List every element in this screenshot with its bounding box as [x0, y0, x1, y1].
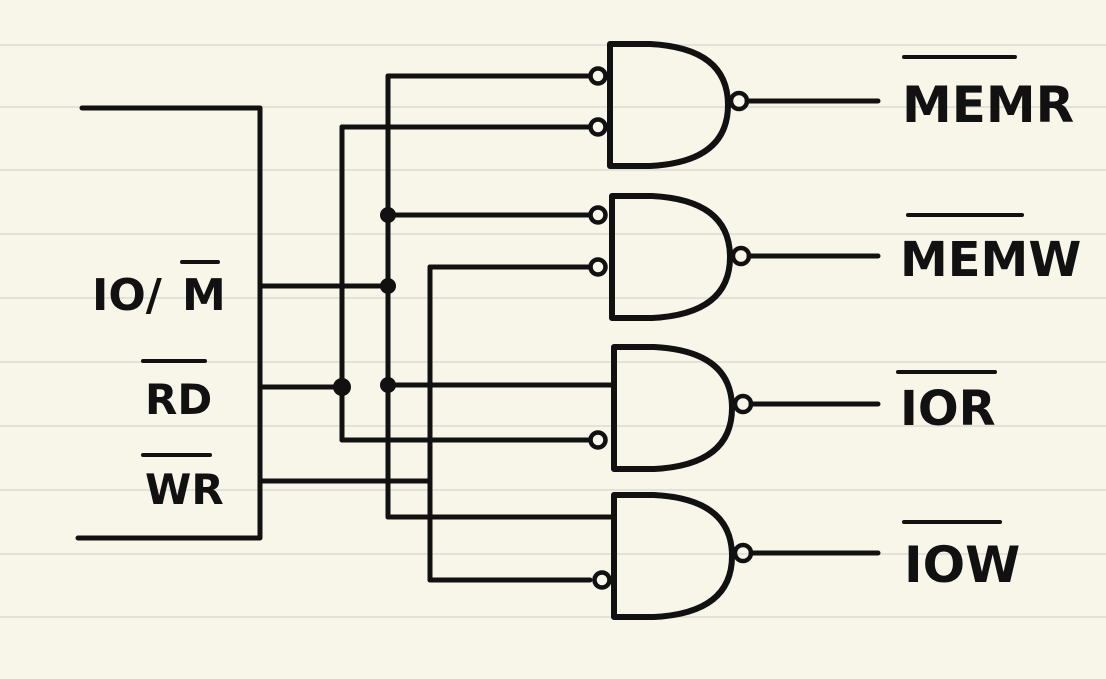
wr-label: WR	[145, 465, 224, 514]
input-label-io-m: IO/ M	[92, 260, 226, 321]
input-inversion-bubble	[588, 205, 608, 225]
input-inversion-bubble	[588, 257, 608, 277]
output-label-ior: IOR	[896, 370, 997, 437]
input-inversion-bubble	[588, 430, 608, 450]
input-label-wr: WR	[141, 453, 224, 514]
output-wires	[744, 98, 881, 556]
memw-label: MEMW	[900, 232, 1081, 288]
gate-input-wires	[339, 73, 615, 583]
and-gate-body	[611, 344, 735, 472]
ior-label: IOR	[900, 381, 996, 437]
and-gate-body	[607, 41, 731, 169]
input-inversion-bubble	[592, 570, 612, 590]
input-bracket	[75, 105, 263, 541]
gate-1-memr	[588, 41, 750, 169]
vertical-buses	[339, 73, 433, 583]
input-label-rd: RD	[141, 359, 212, 424]
junction-dot	[380, 377, 396, 393]
output-label-iow: IOW	[902, 520, 1020, 594]
memr-label: MEMR	[902, 76, 1074, 134]
junction-dots	[333, 207, 396, 396]
junction-dot	[380, 278, 396, 294]
output-label-memr: MEMR	[902, 55, 1074, 134]
gate-3-ior	[588, 344, 754, 472]
iow-label: IOW	[904, 536, 1020, 594]
junction-dot	[333, 378, 351, 396]
rd-label: RD	[145, 375, 212, 424]
io-m-label-plain: IO/	[92, 270, 163, 321]
input-inversion-bubble	[588, 117, 608, 137]
output-label-memw: MEMW	[900, 213, 1081, 288]
input-inversion-bubble	[588, 66, 608, 86]
input-wires	[257, 283, 433, 484]
gate-2-memw	[588, 193, 752, 321]
gate-4-iow	[592, 492, 754, 620]
junction-dot	[380, 207, 396, 223]
and-gate-body	[611, 492, 735, 620]
io-m-label-barred: M	[182, 270, 226, 321]
and-gate-body	[609, 193, 733, 321]
